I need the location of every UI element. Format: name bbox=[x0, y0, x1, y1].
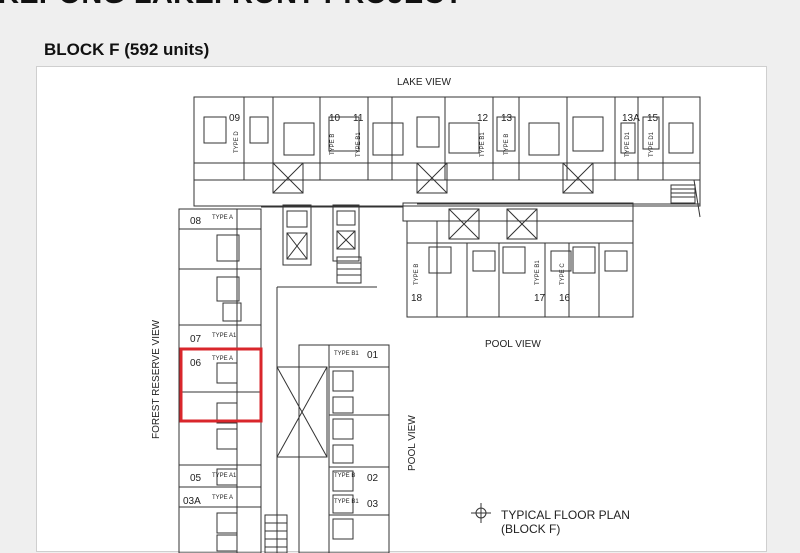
unit-08: 08 bbox=[190, 216, 202, 227]
type-09: TYPE D bbox=[234, 131, 240, 153]
type-02: TYPE B bbox=[334, 473, 355, 479]
unit-05: 05 bbox=[190, 473, 202, 484]
type-01: TYPE B1 bbox=[334, 351, 359, 357]
floor-plan-sheet: LAKE VIEW POOL VIEW POOL VIEW FOREST RES… bbox=[36, 66, 767, 553]
unit-15: 15 bbox=[647, 113, 659, 124]
unit-06: 06 bbox=[190, 358, 202, 369]
block-title: BLOCK F (592 units) bbox=[44, 40, 210, 59]
lake-view-label: LAKE VIEW bbox=[397, 77, 451, 88]
unit-17: 17 bbox=[534, 293, 546, 304]
unit-13: 13 bbox=[501, 113, 513, 124]
floor-plan-drawing: LAKE VIEW POOL VIEW POOL VIEW FOREST RES… bbox=[151, 77, 701, 553]
type-03a: TYPE A bbox=[212, 495, 233, 501]
unit-09: 09 bbox=[229, 113, 241, 124]
north-arrow-icon bbox=[471, 503, 491, 523]
type-10: TYPE B bbox=[330, 134, 336, 155]
pool-view-top-label: POOL VIEW bbox=[485, 339, 541, 350]
forest-view-label: FOREST RESERVE VIEW bbox=[151, 319, 162, 439]
highlight-unit-06 bbox=[179, 347, 263, 423]
middle-wing-outline bbox=[406, 220, 634, 318]
unit-07: 07 bbox=[190, 334, 202, 345]
unit-03: 03 bbox=[367, 499, 379, 510]
pool-view-side-label: POOL VIEW bbox=[407, 415, 418, 471]
unit-10: 10 bbox=[329, 113, 341, 124]
type-08: TYPE A bbox=[212, 215, 233, 221]
right-column-outline bbox=[298, 344, 390, 553]
type-03: TYPE B1 bbox=[334, 499, 359, 505]
type-18: TYPE B bbox=[414, 264, 420, 285]
unit-01: 01 bbox=[367, 350, 379, 361]
unit-12: 12 bbox=[477, 113, 489, 124]
unit-03a: 03A bbox=[183, 496, 201, 507]
type-13: TYPE B bbox=[504, 134, 510, 155]
type-05: TYPE A1 bbox=[212, 473, 237, 479]
project-title: KEPONG LAKEFRONT PROJECT bbox=[0, 0, 463, 11]
unit-13a: 13A bbox=[622, 113, 640, 124]
unit-02: 02 bbox=[367, 473, 379, 484]
type-15: TYPE D1 bbox=[649, 131, 655, 157]
caption-line-2: (BLOCK F) bbox=[501, 522, 560, 536]
type-07: TYPE A1 bbox=[212, 333, 237, 339]
caption-line-1: TYPICAL FLOOR PLAN bbox=[501, 508, 630, 522]
type-16: TYPE C bbox=[560, 263, 566, 285]
unit-11: 11 bbox=[353, 113, 364, 124]
lift-core-2 bbox=[332, 204, 360, 262]
lift-core-1 bbox=[282, 204, 312, 266]
type-17: TYPE B1 bbox=[535, 260, 541, 285]
unit-18: 18 bbox=[411, 293, 423, 304]
unit-16: 16 bbox=[559, 293, 571, 304]
type-12: TYPE B1 bbox=[480, 132, 486, 157]
type-06: TYPE A bbox=[212, 356, 233, 362]
type-11: TYPE B1 bbox=[356, 132, 362, 157]
type-13a: TYPE D1 bbox=[625, 131, 631, 157]
